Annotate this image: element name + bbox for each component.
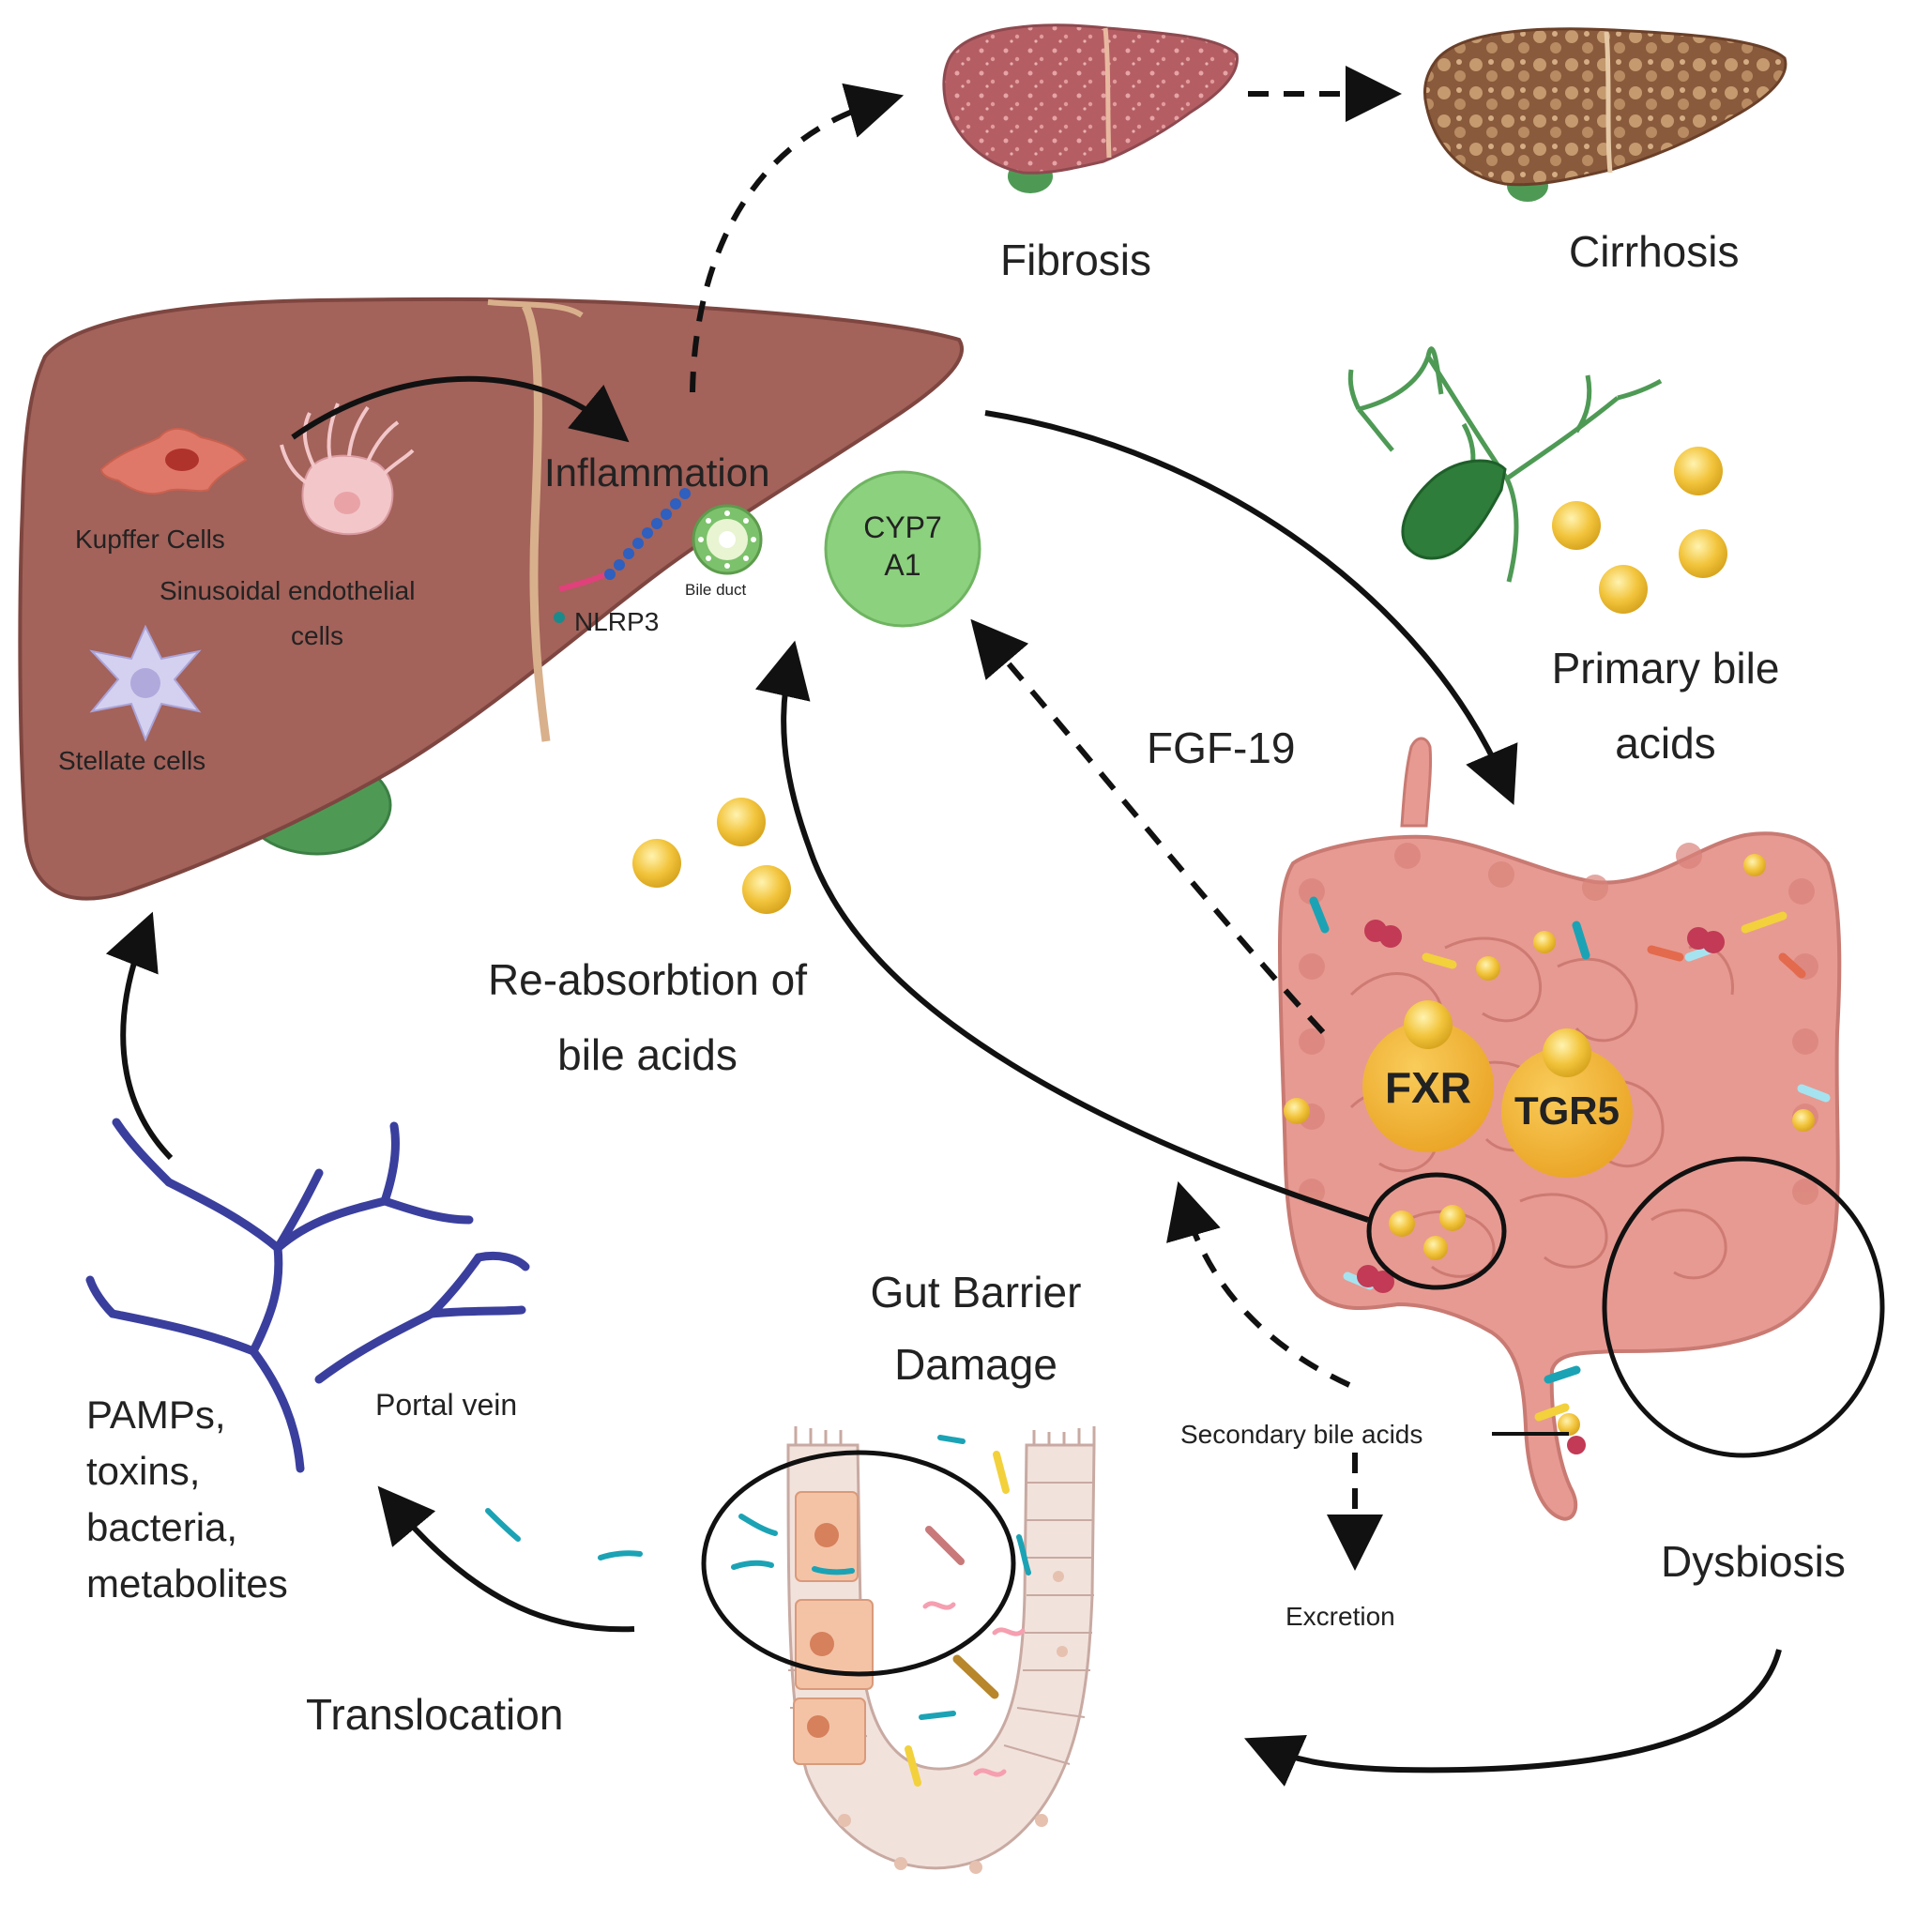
- sinusoidal-endothelial-cell-icon: [280, 403, 415, 536]
- lumen-bacteria: [905, 1435, 1031, 1787]
- gallbladder-icon: [1401, 459, 1507, 560]
- portal-vein-label: Portal vein: [375, 1388, 517, 1422]
- fibrosis-liver-illustration: [942, 23, 1239, 193]
- nlrp3-label: NLRP3: [574, 607, 659, 636]
- cyp7a1-label-1: CYP7: [863, 510, 942, 544]
- arrow-liver-to-primary-bile-acids: [984, 410, 1518, 806]
- gut-barrier-label-1: Gut Barrier: [871, 1268, 1082, 1317]
- translocation-label: Translocation: [306, 1690, 563, 1739]
- excretion-label: Excretion: [1285, 1602, 1395, 1631]
- reabsorption-label-2: bile acids: [557, 1030, 738, 1079]
- arrow-dysbiosis-to-gut-barrier: [1244, 1649, 1782, 1787]
- fxr-receptor-node: [1362, 1000, 1494, 1152]
- tgr5-label: TGR5: [1514, 1088, 1620, 1133]
- bile-duct-label: Bile duct: [685, 581, 746, 599]
- arrow-fgf19-to-cyp7a1: [970, 618, 1326, 1035]
- gallbladder-biliary-tree-icon: [1347, 346, 1663, 583]
- pamps-label-3: bacteria,: [86, 1505, 237, 1549]
- portal-vein-icon: [85, 1118, 530, 1473]
- inflammation-label: Inflammation: [544, 450, 769, 495]
- absorption-site-highlight: [1366, 1172, 1507, 1290]
- dysbiosis-highlight: [1602, 1156, 1885, 1458]
- translocating-bacteria: [485, 1508, 855, 1576]
- kupffer-cell-icon: [99, 428, 248, 495]
- pamps-label-4: metabolites: [86, 1561, 288, 1606]
- arrow-reabsorption-to-liver: [754, 640, 1369, 1223]
- stellate-cell-icon: [89, 624, 202, 742]
- primary-bile-acids-label-2: acids: [1615, 719, 1715, 768]
- pamps-label-1: PAMPs,: [86, 1393, 226, 1437]
- bile-duct-icon: [692, 504, 763, 575]
- barrier-damage-highlight: [701, 1450, 1016, 1677]
- secondary-bile-acids-label: Secondary bile acids: [1180, 1420, 1422, 1449]
- primary-bile-acid-spheres: [1552, 447, 1727, 614]
- arrow-gut-to-portal-vein: [377, 1485, 635, 1633]
- arrow-secondary-to-intestine: [1166, 1180, 1351, 1388]
- sinusoidal-endothelial-label-2: cells: [291, 621, 343, 650]
- arrow-inflammation-to-fibrosis: [690, 83, 905, 393]
- kupffer-cells-label: Kupffer Cells: [75, 525, 225, 554]
- pamps-label-2: toxins,: [86, 1449, 200, 1493]
- tgr5-receptor-node: [1501, 1028, 1633, 1178]
- dysbiosis-label: Dysbiosis: [1661, 1537, 1846, 1586]
- arrow-portal-vein-to-liver: [105, 911, 174, 1161]
- stellate-cells-label: Stellate cells: [58, 746, 205, 775]
- reabsorbed-bile-acid-spheres: [632, 798, 791, 914]
- cirrhosis-liver-illustration: [1422, 27, 1787, 202]
- gut-barrier-villus-illustration: [786, 1426, 1096, 1874]
- fxr-label: FXR: [1385, 1063, 1471, 1112]
- cirrhosis-label: Cirrhosis: [1569, 227, 1739, 276]
- fgf19-label: FGF-19: [1147, 723, 1295, 772]
- sinusoidal-endothelial-label-1: Sinusoidal endothelial: [160, 576, 415, 605]
- gut-barrier-label-2: Damage: [894, 1340, 1057, 1389]
- cyp7a1-enzyme-node: [824, 470, 981, 628]
- primary-bile-acids-label-1: Primary bile: [1552, 644, 1780, 693]
- reabsorption-label-1: Re-absorbtion of: [488, 955, 807, 1004]
- arrow-cells-to-inflammation: [291, 375, 630, 443]
- fibrosis-label: Fibrosis: [1000, 236, 1151, 284]
- cyp7a1-label-2: A1: [884, 548, 920, 582]
- main-liver-illustration: [18, 297, 965, 901]
- nlrp3-inflammasome-icon: [554, 488, 691, 623]
